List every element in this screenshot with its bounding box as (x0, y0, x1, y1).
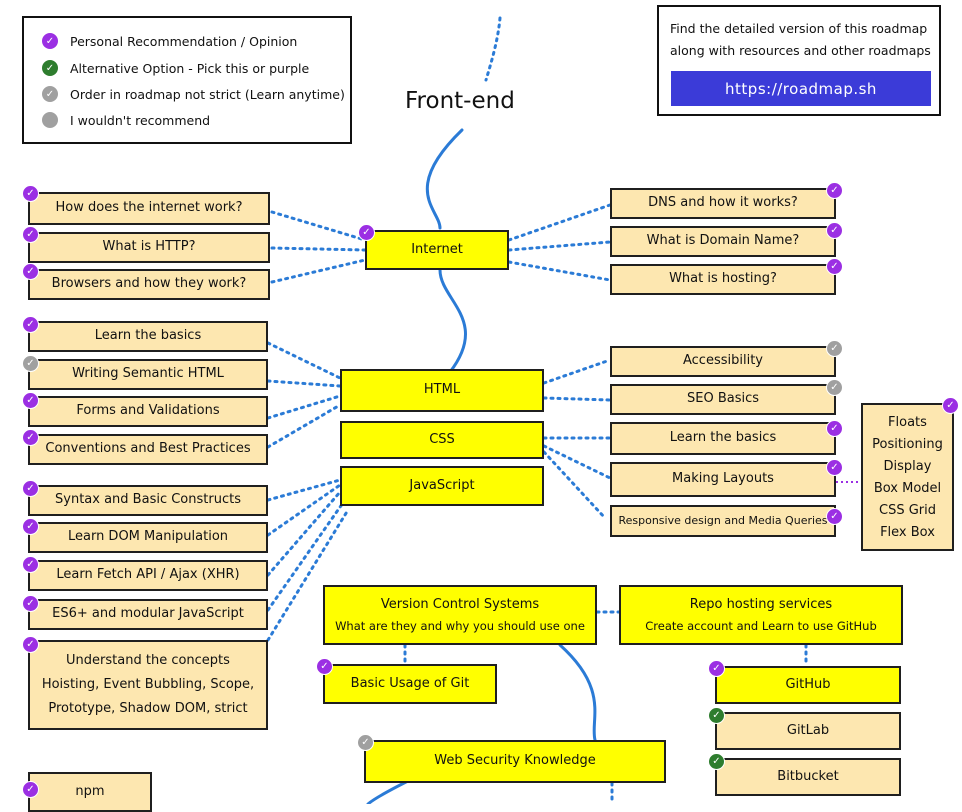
layout-list[interactable]: Floats Positioning Display Box Model CSS… (861, 403, 954, 551)
topic-internet-work[interactable]: How does the internet work? (28, 192, 270, 225)
topic-html-basics[interactable]: Learn the basics (28, 321, 268, 352)
check-icon: ✓ (708, 707, 725, 724)
repo-title: Repo hosting services (689, 596, 833, 612)
layout-item: Floats (888, 414, 927, 430)
check-icon: ✓ (357, 734, 374, 751)
topic-seo[interactable]: SEO Basics (610, 384, 836, 415)
check-icon: ✓ (826, 258, 843, 275)
node-html[interactable]: HTML (340, 369, 544, 412)
check-icon: ✓ (22, 185, 39, 202)
topic-hosting[interactable]: What is hosting? (610, 264, 836, 295)
topic-dns[interactable]: DNS and how it works? (610, 188, 836, 219)
check-icon: ✓ (42, 33, 58, 49)
check-icon: ✓ (826, 182, 843, 199)
topic-accessibility[interactable]: Accessibility (610, 346, 836, 377)
check-icon: ✓ (826, 459, 843, 476)
layout-item: Box Model (873, 480, 942, 496)
legend-label: Personal Recommendation / Opinion (70, 33, 298, 49)
spine-line (366, 128, 597, 804)
layout-item: CSS Grid (879, 502, 936, 518)
topic-css-basics[interactable]: Learn the basics (610, 422, 836, 455)
legend-label: Order in roadmap not strict (Learn anyti… (70, 86, 345, 102)
node-bitbucket[interactable]: Bitbucket (715, 758, 901, 796)
check-icon: ✓ (42, 60, 58, 76)
topic-fetch[interactable]: Learn Fetch API / Ajax (XHR) (28, 560, 268, 591)
topic-layouts[interactable]: Making Layouts (610, 462, 836, 497)
layout-item: Flex Box (880, 524, 935, 540)
spine-line (484, 16, 502, 82)
page-title: Front-end (405, 88, 515, 114)
promo-text: Find the detailed version of this roadma… (670, 21, 928, 36)
legend-item: ✓ Personal Recommendation / Opinion (42, 33, 297, 49)
promo-panel: Find the detailed version of this roadma… (657, 5, 941, 116)
legend-panel: ✓ Personal Recommendation / Opinion ✓ Al… (22, 16, 352, 144)
check-icon: ✓ (826, 222, 843, 239)
check-icon: ✓ (22, 781, 39, 798)
topic-conventions[interactable]: Conventions and Best Practices (28, 434, 268, 465)
check-icon: ✓ (826, 340, 843, 357)
legend-label: Alternative Option - Pick this or purple (70, 60, 310, 76)
layout-item: Positioning (872, 436, 943, 452)
node-repo-hosting[interactable]: Repo hosting services Create account and… (619, 585, 903, 645)
node-vcs[interactable]: Version Control Systems What are they an… (323, 585, 597, 645)
topic-js-syntax[interactable]: Syntax and Basic Constructs (28, 485, 268, 516)
check-icon: ✓ (942, 397, 959, 414)
check-icon: ✓ (826, 508, 843, 525)
node-npm[interactable]: npm (28, 772, 152, 812)
concepts-line: Prototype, Shadow DOM, strict (48, 701, 248, 717)
check-icon: ✓ (22, 518, 39, 535)
concepts-line: Hoisting, Event Bubbling, Scope, (41, 676, 255, 692)
check-icon: ✓ (22, 480, 39, 497)
concepts-line: Understand the concepts (66, 652, 230, 668)
check-icon: ✓ (22, 595, 39, 612)
node-gitlab[interactable]: GitLab (715, 712, 901, 750)
check-icon: ✓ (708, 660, 725, 677)
topic-browsers[interactable]: Browsers and how they work? (28, 269, 270, 300)
check-icon: ✓ (22, 355, 39, 372)
check-icon: ✓ (42, 86, 58, 102)
node-css[interactable]: CSS (340, 421, 544, 459)
check-icon: ✓ (708, 753, 725, 770)
check-icon: ✓ (22, 556, 39, 573)
topic-semantic-html[interactable]: Writing Semantic HTML (28, 359, 268, 390)
topic-domain-name[interactable]: What is Domain Name? (610, 226, 836, 257)
topic-responsive[interactable]: Responsive design and Media Queries (610, 505, 836, 537)
dot-icon (42, 112, 58, 128)
check-icon: ✓ (826, 379, 843, 396)
repo-subtitle: Create account and Learn to use GitHub (645, 618, 877, 633)
promo-text: along with resources and other roadmaps (670, 43, 931, 58)
topic-js-concepts[interactable]: Understand the concepts Hoisting, Event … (28, 640, 268, 730)
check-icon: ✓ (316, 658, 333, 675)
layout-item: Display (883, 458, 932, 474)
topic-forms[interactable]: Forms and Validations (28, 396, 268, 427)
vcs-title: Version Control Systems (380, 596, 540, 612)
check-icon: ✓ (22, 226, 39, 243)
legend-item: ✓ Alternative Option - Pick this or purp… (42, 60, 309, 76)
legend-item: I wouldn't recommend (42, 112, 210, 128)
topic-http[interactable]: What is HTTP? (28, 232, 270, 263)
node-git-basics[interactable]: Basic Usage of Git (323, 664, 497, 704)
node-javascript[interactable]: JavaScript (340, 466, 544, 506)
node-web-security[interactable]: Web Security Knowledge (364, 740, 666, 783)
check-icon: ✓ (22, 263, 39, 280)
node-github[interactable]: GitHub (715, 666, 901, 704)
check-icon: ✓ (826, 420, 843, 437)
legend-label: I wouldn't recommend (70, 112, 211, 128)
check-icon: ✓ (22, 392, 39, 409)
check-icon: ✓ (22, 429, 39, 446)
legend-item: ✓ Order in roadmap not strict (Learn any… (42, 86, 345, 102)
check-icon: ✓ (22, 636, 39, 653)
topic-dom[interactable]: Learn DOM Manipulation (28, 522, 268, 553)
check-icon: ✓ (22, 316, 39, 333)
vcs-subtitle: What are they and why you should use one (335, 618, 585, 633)
check-icon: ✓ (358, 224, 375, 241)
node-internet[interactable]: Internet (365, 230, 509, 270)
roadmap-link-button[interactable]: https://roadmap.sh (671, 71, 931, 106)
topic-es6[interactable]: ES6+ and modular JavaScript (28, 599, 268, 630)
